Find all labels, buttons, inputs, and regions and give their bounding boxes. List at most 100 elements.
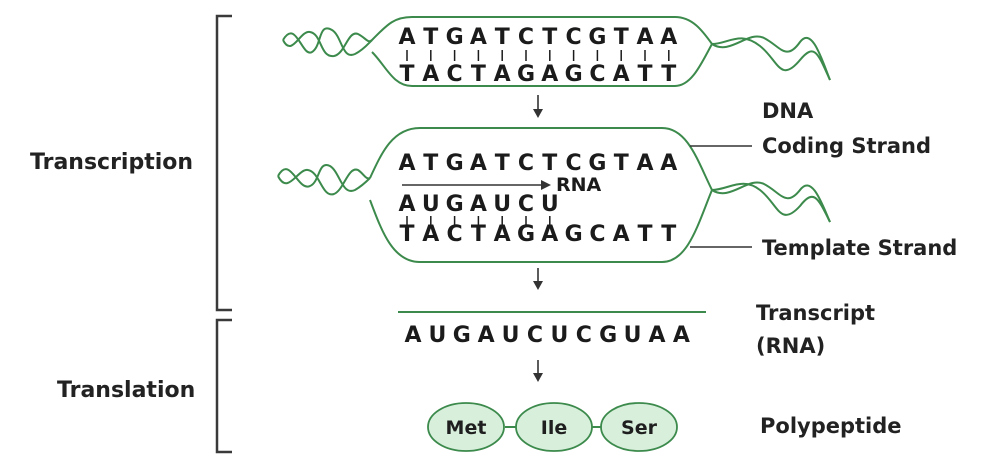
template-strand-base: A — [494, 222, 511, 247]
dna-label: DNA — [762, 99, 814, 123]
dna-top-strand-base: A — [660, 25, 677, 50]
dna-left-twist-2 — [282, 31, 373, 58]
transcript-label-rna: (RNA) — [756, 334, 825, 358]
transcript-base: U — [550, 323, 568, 348]
dna-top-strand-base: C — [518, 25, 534, 50]
transcript-base: A — [404, 323, 421, 348]
template-strand-base: A — [422, 222, 439, 247]
amino-acid-bead: Ser — [600, 402, 678, 452]
amino-acid-label: Ile — [541, 417, 567, 439]
dna-top-strand-base: A — [636, 25, 653, 50]
rna-arrow-label: RNA — [556, 174, 602, 196]
dna-bottom-strand-base: A — [422, 62, 439, 87]
dna-top-strand-base: T — [542, 25, 557, 50]
growing-rna-base: A — [470, 192, 487, 217]
coding-strand-base: A — [470, 151, 487, 176]
template-strand-label: Template Strand — [762, 236, 957, 260]
transcript-label: Transcript — [756, 301, 875, 325]
template-strand-base: C — [447, 222, 463, 247]
coding-strand-base: A — [398, 151, 415, 176]
dna-right-twist-2 — [711, 35, 831, 81]
dna-bottom-strand-base: C — [589, 62, 605, 87]
template-strand-base: G — [517, 222, 535, 247]
transcript-base: G — [453, 323, 471, 348]
dna-bottom-strand-base: C — [447, 62, 463, 87]
transcript-base: C — [527, 323, 543, 348]
dna-bottom-strand-base: A — [494, 62, 511, 87]
amino-acid-bead: Met — [427, 402, 505, 452]
coding-strand-label: Coding Strand — [762, 134, 931, 158]
dna-bottom-strand-base: G — [517, 62, 535, 87]
dna-top-strand-base: C — [566, 25, 582, 50]
rna-direction-arrow — [402, 180, 551, 190]
dna-bottom-strand-base: T — [661, 62, 676, 87]
template-strand-base: T — [471, 222, 486, 247]
dna-top-strand-base: G — [446, 25, 464, 50]
amino-acid-label: Met — [446, 417, 487, 439]
template-strand-base: T — [661, 222, 676, 247]
dna-bottom-strand-base: G — [565, 62, 583, 87]
dna-top-strand-base: T — [614, 25, 629, 50]
bubble-right-twist-2 — [711, 181, 831, 223]
dna-top-strand-base: G — [588, 25, 606, 50]
transcription-bubble — [277, 127, 831, 263]
template-strand-base: C — [589, 222, 605, 247]
dna-bottom-strand-base: T — [399, 62, 414, 87]
dna-bottom-strand-base: A — [541, 62, 558, 87]
growing-rna-base: A — [398, 192, 415, 217]
dna-right-twist — [711, 37, 831, 81]
growing-rna-base: G — [446, 192, 464, 217]
coding-strand-base: T — [423, 151, 438, 176]
transcription-label: Transcription — [30, 150, 193, 175]
transcript-base: G — [599, 323, 617, 348]
dna-bottom-strand-base: A — [613, 62, 630, 87]
amino-acid-shape — [600, 402, 678, 452]
dna-top-strand-base: T — [423, 25, 438, 50]
dna-top-strand-base: A — [470, 25, 487, 50]
dna-double-helix — [282, 16, 831, 87]
growing-rna-base: C — [518, 192, 534, 217]
growing-rna-base: U — [541, 192, 559, 217]
translation-label: Translation — [57, 378, 195, 403]
polypeptide-chain: Met Ile Ser — [427, 402, 678, 452]
coding-strand-base: T — [495, 151, 510, 176]
bubble-left-twist — [277, 164, 371, 192]
arrow-down-3 — [533, 360, 543, 382]
dna-bottom-strand-base: T — [637, 62, 652, 87]
arrow-down-1 — [533, 95, 543, 118]
transcript-base: A — [478, 323, 495, 348]
transcript-base: A — [648, 323, 665, 348]
dna-bottom-strand-base: T — [471, 62, 486, 87]
transcript-base: A — [673, 323, 690, 348]
arrow-down-2 — [533, 268, 543, 290]
template-strand-base: T — [399, 222, 414, 247]
bubble-left-twist-2 — [277, 168, 371, 196]
bubble-right-twist — [711, 182, 831, 223]
translation-bracket — [215, 318, 232, 454]
template-strand-base: T — [637, 222, 652, 247]
amino-acid-bead: Ile — [515, 402, 593, 452]
transcript-base: U — [428, 323, 446, 348]
coding-strand-base: T — [542, 151, 557, 176]
template-strand-base: A — [613, 222, 630, 247]
transcription-bracket — [215, 14, 232, 312]
polypeptide-label: Polypeptide — [760, 414, 902, 438]
dna-top-strand-base: A — [398, 25, 415, 50]
coding-strand-base: T — [614, 151, 629, 176]
coding-strand-base: A — [636, 151, 653, 176]
dna-left-twist — [282, 27, 373, 56]
coding-strand-base: C — [518, 151, 534, 176]
amino-acid-shape — [515, 402, 593, 452]
amino-acid-label: Ser — [621, 417, 658, 439]
coding-strand-base: G — [446, 151, 464, 176]
transcript-base: C — [576, 323, 592, 348]
coding-strand-base: A — [660, 151, 677, 176]
coding-strand-base: G — [588, 151, 606, 176]
template-strand-base: A — [541, 222, 558, 247]
dna-top-strand-base: T — [495, 25, 510, 50]
